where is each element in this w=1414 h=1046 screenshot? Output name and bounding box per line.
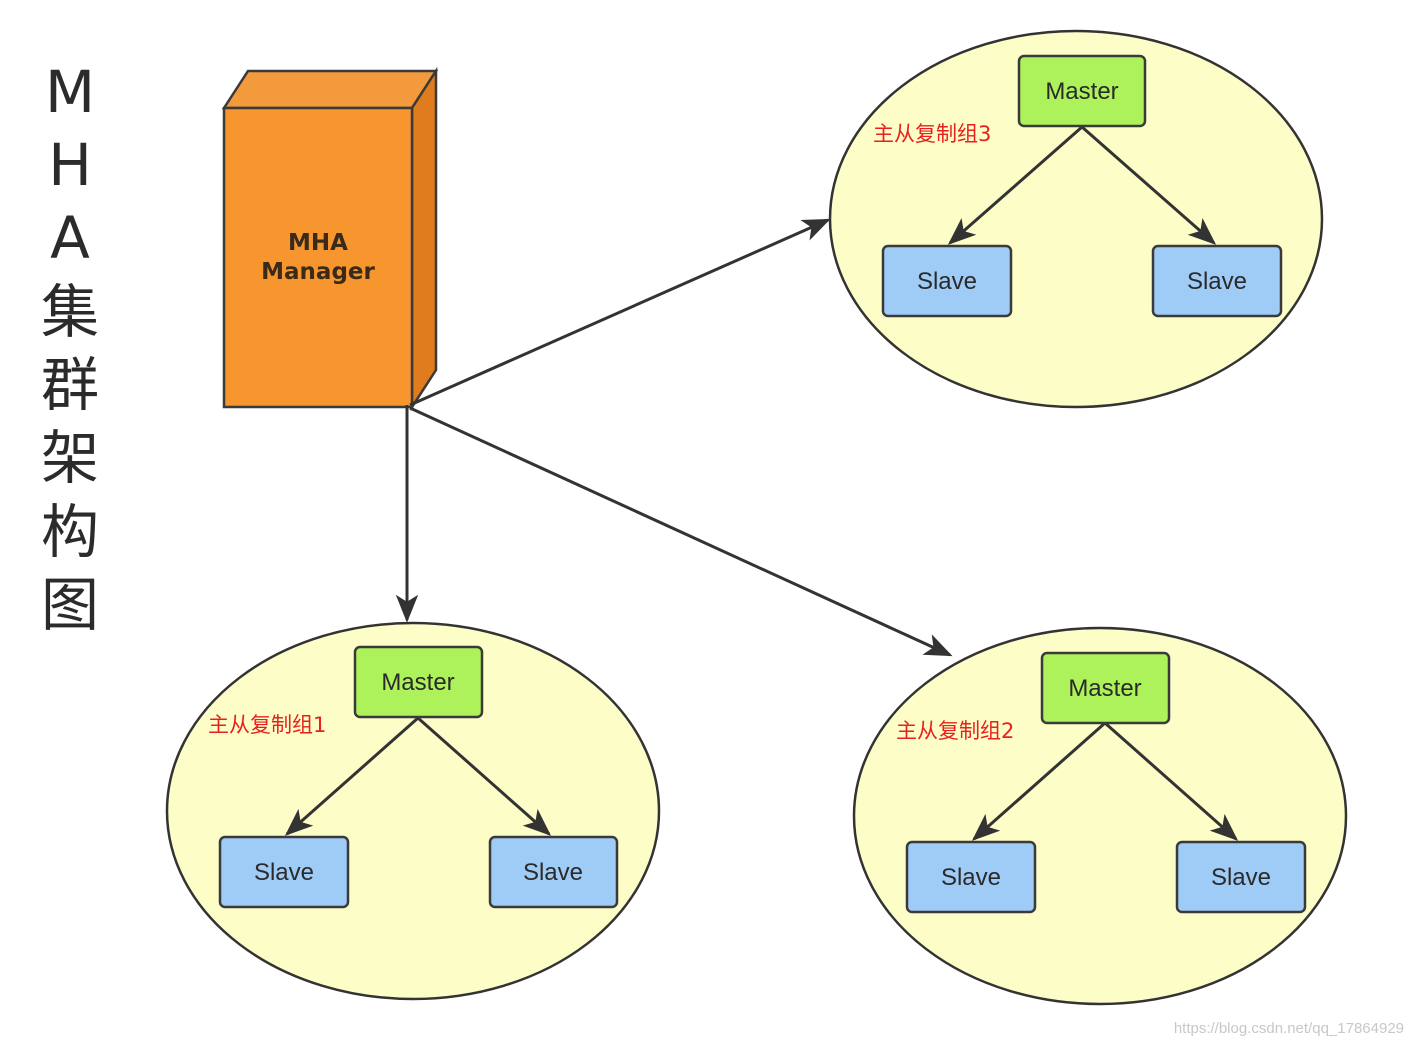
group-2-slave-label-right: Slave (1211, 864, 1271, 891)
title-char: 集 (41, 278, 99, 346)
group-3-slave-label-left: Slave (917, 268, 977, 295)
replication-group-1: 主从复制组1 Master Slave Slave (165, 621, 661, 1001)
group-3-master-label: Master (1045, 78, 1118, 105)
group-1-edge-right (417, 716, 552, 836)
group-3-master-box (1017, 54, 1147, 128)
connector-to-group-3 (409, 218, 831, 407)
title-char: M (45, 58, 95, 126)
group-3-edge-right (1081, 125, 1217, 245)
replication-group-3: 主从复制组3 Master Slave Slave (828, 29, 1324, 409)
group-1-slave-box-left (218, 835, 350, 909)
manager-label-line1: MHA (288, 230, 348, 256)
group-2-label: 主从复制组2 (896, 719, 1014, 743)
title-char: 构 (41, 498, 99, 566)
connector-to-group-2 (409, 406, 953, 657)
manager-box-front (222, 106, 414, 409)
title-char: 群 (41, 351, 99, 419)
group-3-slave-box-right (1151, 244, 1283, 318)
group-1-master-box (353, 645, 484, 719)
group-1-slave-label-left: Slave (254, 859, 314, 886)
replication-group-2: 主从复制组2 Master Slave Slave (852, 626, 1348, 1006)
group-2-slave-box-left (905, 840, 1037, 914)
group-2-edge-left (971, 721, 1106, 841)
group-2-slave-box-right (1175, 840, 1307, 914)
mha-manager-node: MHA Manager (221, 66, 439, 412)
title-char: H (48, 131, 92, 199)
group-3-slave-box-left (881, 244, 1013, 318)
group-1-master-label: Master (381, 669, 454, 696)
group-2-master-box (1040, 651, 1171, 725)
group-1-slave-box-right (488, 835, 619, 909)
diagram-title: M H A 集 群 架 构 图 (41, 58, 99, 639)
group-1-edge-left (284, 716, 419, 836)
title-char: A (50, 204, 90, 272)
manager-box-top (221, 69, 439, 110)
group-1-slave-label-right: Slave (523, 859, 583, 886)
manager-connectors (395, 218, 953, 657)
group-2-edge-right (1104, 721, 1239, 841)
title-char: 架 (41, 424, 99, 492)
group-2-slave-label-left: Slave (941, 864, 1001, 891)
group-1-label: 主从复制组1 (208, 713, 326, 737)
group-3-edge-left (947, 125, 1083, 245)
group-3-slave-label-right: Slave (1187, 268, 1247, 295)
manager-box-side (410, 66, 438, 412)
group-3-label: 主从复制组3 (873, 122, 991, 146)
title-char: 图 (41, 571, 99, 639)
watermark: https://blog.csdn.net/qq_17864929 (1174, 1020, 1404, 1037)
manager-label-line2: Manager (261, 259, 375, 285)
group-2-master-label: Master (1068, 675, 1141, 702)
